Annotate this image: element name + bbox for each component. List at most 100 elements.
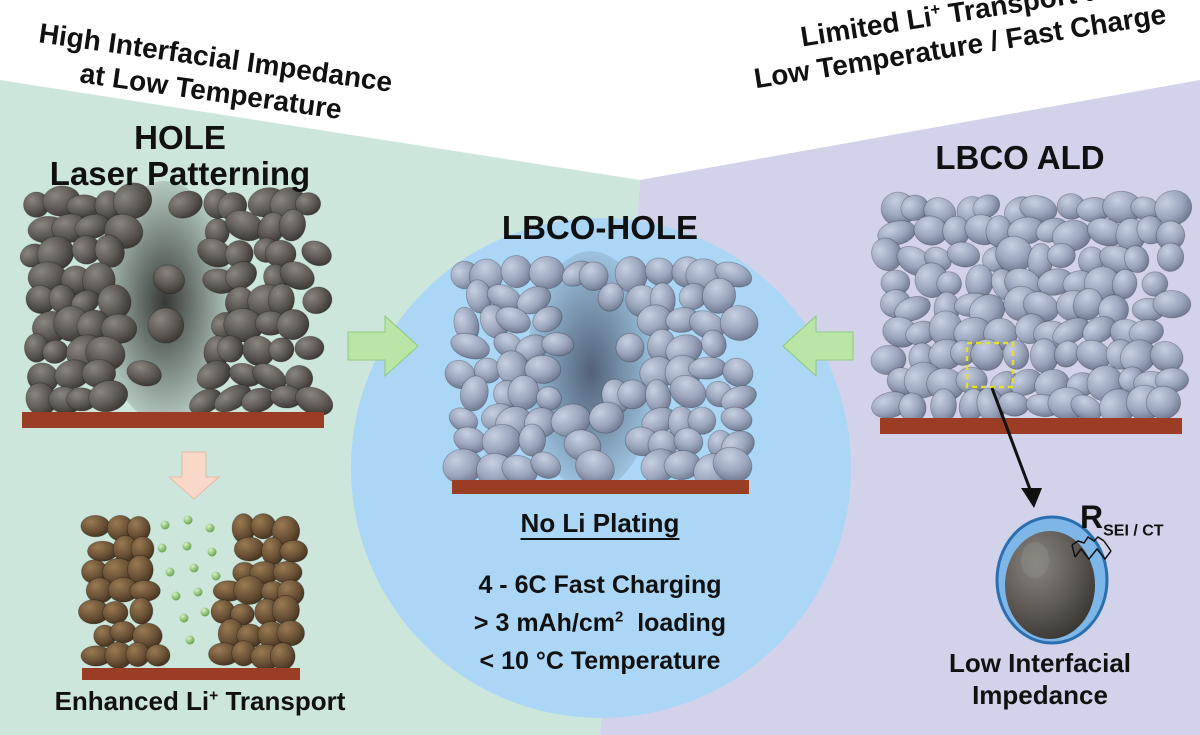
particle [972, 194, 1001, 219]
li-ion [157, 543, 167, 553]
particle [669, 375, 707, 409]
particle [524, 354, 562, 384]
particle [168, 190, 203, 219]
enhanced-suffix: Transport [218, 686, 346, 716]
perf-line-2-suffix: loading [623, 609, 727, 637]
perf-line-2-prefix: > 3 mAh/cm [473, 609, 615, 637]
particle [1070, 394, 1103, 421]
particle [109, 620, 137, 644]
particle [495, 306, 531, 334]
particle [720, 406, 753, 432]
particle [1152, 290, 1192, 319]
perf-line-2-sup: 2 [614, 608, 624, 626]
particle [701, 277, 737, 314]
particle [88, 379, 129, 413]
particle [269, 642, 296, 671]
lbco-hole-electrode-block [442, 251, 759, 491]
particle [80, 514, 111, 538]
li-ion [171, 591, 181, 601]
particle [230, 603, 255, 626]
particle [1145, 385, 1181, 420]
particle [871, 237, 903, 272]
particle [276, 309, 310, 341]
particle [271, 594, 300, 626]
particle [1156, 242, 1185, 272]
particle [615, 333, 645, 363]
zoom-box [965, 341, 1015, 389]
particle [196, 360, 232, 390]
trench-substrate [82, 668, 300, 680]
arrow-down-to-trench [167, 451, 221, 500]
li-ion [205, 523, 215, 533]
particle [597, 282, 624, 312]
particle [1082, 315, 1116, 344]
particle [541, 332, 575, 357]
particle [302, 286, 333, 315]
hole-substrate [22, 412, 324, 428]
particle [518, 423, 546, 457]
perf-line-3: < 10 °C Temperature [479, 647, 721, 675]
low-impedance-label: Low Interfacial Impedance [905, 647, 1175, 711]
particle [145, 643, 171, 667]
ald-substrate [880, 418, 1182, 434]
particle [722, 357, 754, 387]
hole-title: HOLE Laser Patterning [20, 120, 340, 192]
hole-title-line2: Laser Patterning [49, 155, 311, 192]
trench-electrode-block [77, 513, 309, 671]
particle [129, 597, 154, 625]
particle [588, 401, 624, 434]
low-impedance-line1: Low Interfacial [948, 648, 1132, 678]
particle [894, 296, 931, 322]
particle [530, 451, 562, 479]
lbco-ald-title: LBCO ALD [935, 139, 1105, 176]
particle [301, 240, 332, 267]
particle [1054, 340, 1080, 368]
particle [1046, 243, 1076, 269]
hole-title-line1: HOLE [134, 119, 226, 156]
particle [294, 335, 325, 361]
li-ion [211, 571, 221, 581]
particle [701, 329, 727, 358]
particle [1052, 317, 1090, 346]
hole-electrode-block [19, 181, 334, 423]
particle [946, 241, 981, 268]
center-substrate [452, 480, 749, 494]
particle [126, 360, 162, 387]
li-ion [183, 515, 193, 525]
lbco-ald-electrode-block [870, 190, 1193, 425]
particle [532, 306, 563, 333]
particle [268, 337, 295, 363]
li-ion [165, 567, 175, 577]
coated-particle-highlight [1021, 542, 1049, 578]
enhanced-transport-label: Enhanced Li+ Transport [20, 686, 380, 716]
li-ion [160, 520, 170, 530]
li-ion [182, 541, 192, 551]
li-ion [193, 587, 203, 597]
particle [1123, 245, 1150, 274]
lbco-hole-title: LBCO-HOLE [501, 209, 699, 246]
no-li-plating-label: No Li Plating [520, 508, 680, 538]
arrow-right-to-center [782, 314, 854, 378]
li-ion [200, 607, 210, 617]
enhanced-prefix: Enhanced Li [54, 686, 210, 716]
particle [294, 192, 322, 216]
particle [578, 261, 609, 291]
particle [152, 264, 186, 295]
particle [1149, 340, 1184, 373]
enhanced-sup: + [209, 687, 219, 705]
particle [252, 363, 287, 391]
li-ion [179, 613, 189, 623]
li-ion [207, 547, 217, 557]
zoom-pointer-line [990, 387, 1033, 493]
particle [112, 182, 153, 220]
rsei-main: R [1080, 499, 1104, 535]
zoom-pointer-head [1021, 488, 1042, 508]
particle [279, 261, 315, 291]
rsei-sub: SEI / CT [1103, 522, 1164, 540]
particle [278, 209, 307, 242]
particle [450, 332, 490, 360]
particle [147, 307, 185, 344]
particle [102, 600, 129, 625]
rsei-ct-label: RSEI / CT [1080, 500, 1164, 548]
